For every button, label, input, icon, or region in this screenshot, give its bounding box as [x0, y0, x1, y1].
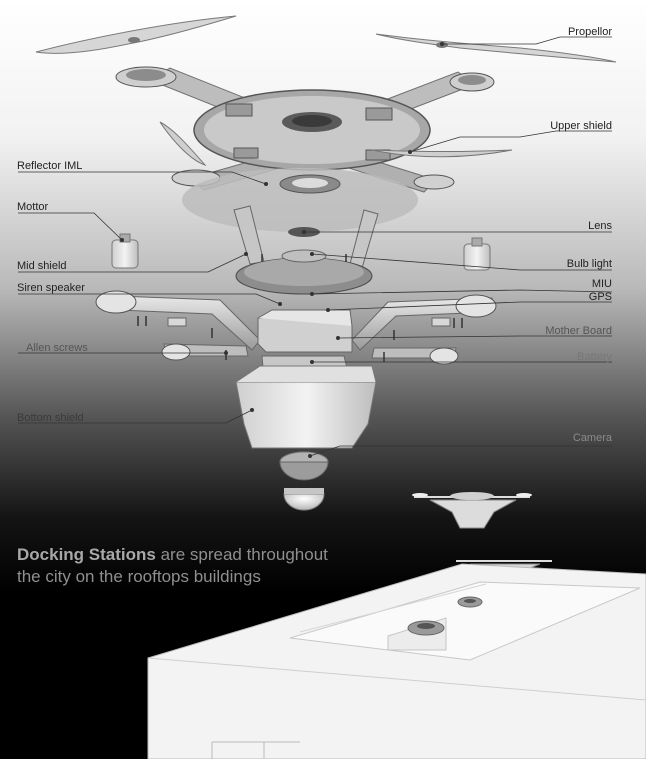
- propeller-left: [35, 15, 237, 54]
- lower-arms: [95, 290, 497, 365]
- label-mottor: Mottor: [17, 201, 49, 213]
- label-upper-shield: Upper shield: [550, 120, 612, 132]
- reflector-iml: [182, 168, 418, 232]
- caption-emphasis: Docking Stations: [17, 545, 156, 564]
- label-bulb-light: Bulb light: [566, 258, 612, 270]
- mother-board-box: [257, 309, 353, 353]
- rooftop-building: [147, 563, 646, 759]
- label-mid-shield: Mid shield: [17, 260, 67, 272]
- label-bottom-shield: Bottom shield: [17, 412, 84, 424]
- motor-left: [111, 233, 139, 269]
- caption-line-2: the city on the rooftops buildings: [17, 567, 261, 586]
- label-allen-screws: Allen screws: [26, 342, 88, 354]
- upper-shield-frame: [115, 66, 495, 193]
- flying-drone-small: [412, 492, 532, 529]
- caption-line-1-rest: are spread throughout: [155, 545, 328, 564]
- caption-line-1: Docking Stations are spread throughout: [17, 544, 328, 566]
- docking-stations-caption: Docking Stations are spread throughout t…: [17, 544, 328, 588]
- label-propellor: Propellor: [567, 26, 612, 38]
- label-gps: GPS: [588, 291, 612, 303]
- camera: [279, 451, 329, 511]
- label-siren-speaker: Siren speaker: [17, 282, 85, 294]
- leader-dots: [120, 42, 444, 458]
- label-lens: Lens: [588, 220, 612, 232]
- motor-right: [463, 237, 491, 271]
- propeller-mid: [159, 121, 513, 167]
- label-miu: MIU: [591, 278, 612, 290]
- label-reflector-iml: Reflector IML: [17, 160, 83, 172]
- label-mother-board: Mother Board: [545, 325, 612, 337]
- bottom-shield: [235, 365, 377, 449]
- label-camera: Camera: [572, 432, 612, 444]
- leader-lines: [18, 36, 613, 457]
- label-battery: Battery: [577, 351, 612, 363]
- mid-shield: [233, 205, 379, 295]
